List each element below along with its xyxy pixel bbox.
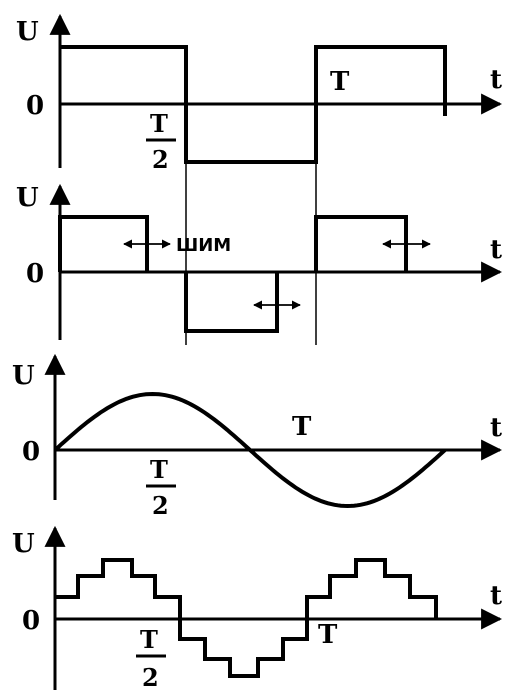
pwm-panel: U 0 t ШИМ <box>16 183 503 340</box>
period-label: T <box>330 67 350 97</box>
y-axis-label: U <box>16 17 39 47</box>
half-period-denominator: 2 <box>142 663 159 692</box>
x-axis-label: t <box>490 235 502 265</box>
stepped-waveform <box>55 558 438 678</box>
stepped-sine-panel: U 0 t T T 2 <box>12 525 503 692</box>
x-axis-label: t <box>490 581 502 611</box>
square-wave-panel: U 0 t T T 2 <box>16 13 503 174</box>
origin-label: 0 <box>22 606 40 636</box>
half-period-denominator: 2 <box>152 145 169 174</box>
origin-label: 0 <box>26 91 44 121</box>
sine-wave-panel: U 0 t T T 2 <box>12 353 503 520</box>
period-label: T <box>292 412 312 442</box>
y-axis-label: U <box>12 529 35 559</box>
sine-waveform <box>53 391 447 509</box>
origin-label: 0 <box>22 437 40 467</box>
pwm-pulse-2 <box>184 272 279 333</box>
pwm-label: ШИМ <box>176 235 231 256</box>
half-period-numerator: T <box>150 109 168 138</box>
half-period-denominator: 2 <box>152 491 169 520</box>
x-axis-label: t <box>490 413 502 443</box>
half-period-numerator: T <box>140 625 158 654</box>
x-axis-label: t <box>490 65 502 95</box>
origin-label: 0 <box>26 259 44 289</box>
y-axis-label: U <box>12 361 35 391</box>
y-axis-label: U <box>16 183 39 213</box>
half-period-numerator: T <box>150 455 168 484</box>
period-label: T <box>318 620 338 650</box>
